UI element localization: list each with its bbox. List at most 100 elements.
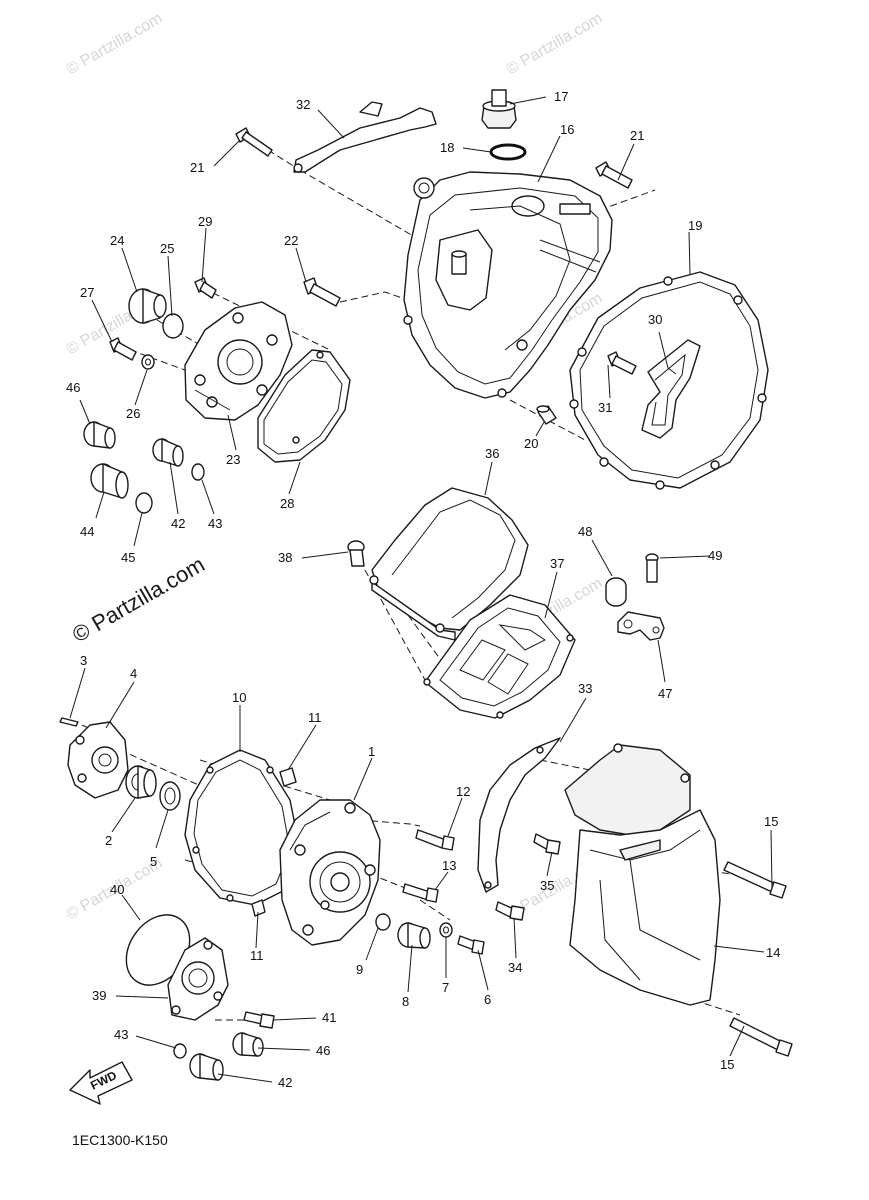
callout-33: 33 [578,681,592,696]
part-42-plug [189,1053,224,1081]
part-7-washer [439,922,453,938]
part-44-plug [90,463,129,499]
callout-42b: 42 [278,1075,292,1090]
callout-26: 26 [126,406,140,421]
callout-49: 49 [708,548,722,563]
callout-23: 23 [226,452,240,467]
callout-9: 9 [356,962,363,977]
callout-42a: 42 [171,516,185,531]
part-15-bolt [729,1017,793,1057]
callout-22: 22 [284,233,298,248]
callout-29: 29 [198,214,212,229]
callout-1: 1 [368,744,375,759]
part-13-bolt [402,883,439,903]
callout-36: 36 [485,446,499,461]
part-32-guide [293,101,437,173]
part-24-plug [128,288,167,324]
callout-17: 17 [554,89,568,104]
part-12-bolt [415,829,455,851]
callout-35: 35 [540,878,554,893]
part-16-clutch-cover [403,171,613,399]
part-36-cover [369,487,529,641]
part-18-o-ring [489,143,527,161]
callout-10: 10 [232,690,246,705]
callout-28: 28 [280,496,294,511]
callout-21a: 21 [190,160,204,175]
callout-46a: 46 [66,380,80,395]
diagram-code: 1EC1300-K150 [72,1132,168,1148]
callout-45: 45 [121,550,135,565]
part-34-bolt [495,901,525,921]
watermark: © Partzilla.com [64,10,166,79]
callout-39: 39 [92,988,106,1003]
callout-12: 12 [456,784,470,799]
callout-43a: 43 [208,516,222,531]
callout-2: 2 [105,833,112,848]
part-35-bolt [533,833,561,855]
callout-20: 20 [524,436,538,451]
callout-40: 40 [110,882,124,897]
part-41-bolt [243,1011,275,1029]
watermark-main: © Partzilla.com [68,552,209,648]
callout-41: 41 [322,1010,336,1025]
callout-24: 24 [110,233,124,248]
part-43-o-ring [191,463,205,481]
part-45-o-ring [135,492,153,514]
callout-27: 27 [80,285,94,300]
part-9-o-ring [375,913,391,931]
callout-34: 34 [508,960,522,975]
callout-30: 30 [648,312,662,327]
part-30-plate [641,339,701,439]
callout-21b: 21 [630,128,644,143]
part-11-dowel [251,899,266,917]
callout-4: 4 [130,666,137,681]
part-46-plug [232,1032,264,1057]
callout-labels: 32 17 18 16 21 21 19 22 29 24 25 27 26 2… [66,89,780,1090]
callout-44: 44 [80,524,94,539]
part-38-bolt [347,540,365,567]
callout-48: 48 [578,524,592,539]
part-10-gasket [184,749,301,906]
callout-32: 32 [296,97,310,112]
callout-18: 18 [440,140,454,155]
callout-15a: 15 [764,814,778,829]
callout-19: 19 [688,218,702,233]
part-15-bolt [723,861,787,899]
callout-46b: 46 [316,1043,330,1058]
part-37-gasket [423,594,576,719]
part-42-plug [152,438,184,467]
part-20-dowel [536,405,557,425]
callout-5: 5 [150,854,157,869]
callout-31: 31 [598,400,612,415]
part-22-bolt [303,277,341,307]
part-25-o-ring [162,313,184,339]
watermark: © Partzilla.com [504,10,606,79]
callout-11b: 11 [250,948,264,963]
part-23-cover [184,301,293,421]
callout-8: 8 [402,994,409,1009]
part-39-cover [167,937,229,1021]
part-21-bolt [235,127,273,157]
part-3-pin [59,717,79,727]
part-27-bolt [109,337,137,361]
callout-3: 3 [80,653,87,668]
part-46-plug [83,421,116,449]
part-1-crankcase-cover [279,799,381,946]
callout-16: 16 [560,122,574,137]
part-17-oil-filler-plug [481,89,517,129]
leader-lines [69,96,773,1083]
fwd-arrow-icon: FWD [69,1061,133,1105]
part-29-bolt [194,277,217,299]
part-14-sprocket-cover [564,743,721,1006]
callout-43b: 43 [114,1027,128,1042]
callout-13: 13 [442,858,456,873]
part-4-rotor-cover [67,721,129,799]
callout-11a: 11 [308,710,322,725]
part-2-bearing [125,765,157,799]
part-8-plug [397,922,431,949]
part-21-bolt [595,161,633,189]
part-28-gasket [257,349,351,463]
part-48-grommet [605,577,627,607]
part-11-dowel [279,767,297,787]
